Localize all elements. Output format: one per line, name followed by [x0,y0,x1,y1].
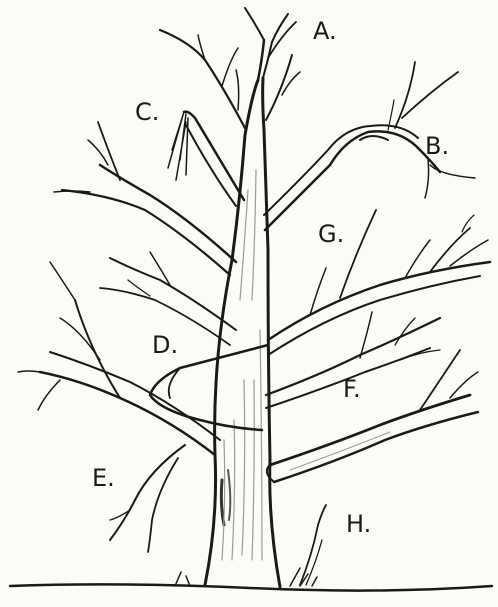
ground-line [10,584,492,590]
label-h: H. [346,512,371,536]
branch-e [18,262,220,552]
branch-c [168,112,244,206]
branch-d [100,252,268,430]
branch-g [268,210,490,355]
branch-left-upper [54,122,236,275]
label-d: D. [152,333,178,357]
label-g: G. [318,222,344,246]
label-a: A. [313,19,337,43]
label-e: E. [92,466,115,490]
branch-h [300,505,326,585]
label-f: F. [343,377,361,401]
ground-grass [175,568,317,586]
branch-f-shading [290,432,390,470]
label-c: C. [135,100,159,124]
branch-a [160,8,300,130]
label-b: B. [425,134,449,158]
trunk-shading [222,170,262,560]
